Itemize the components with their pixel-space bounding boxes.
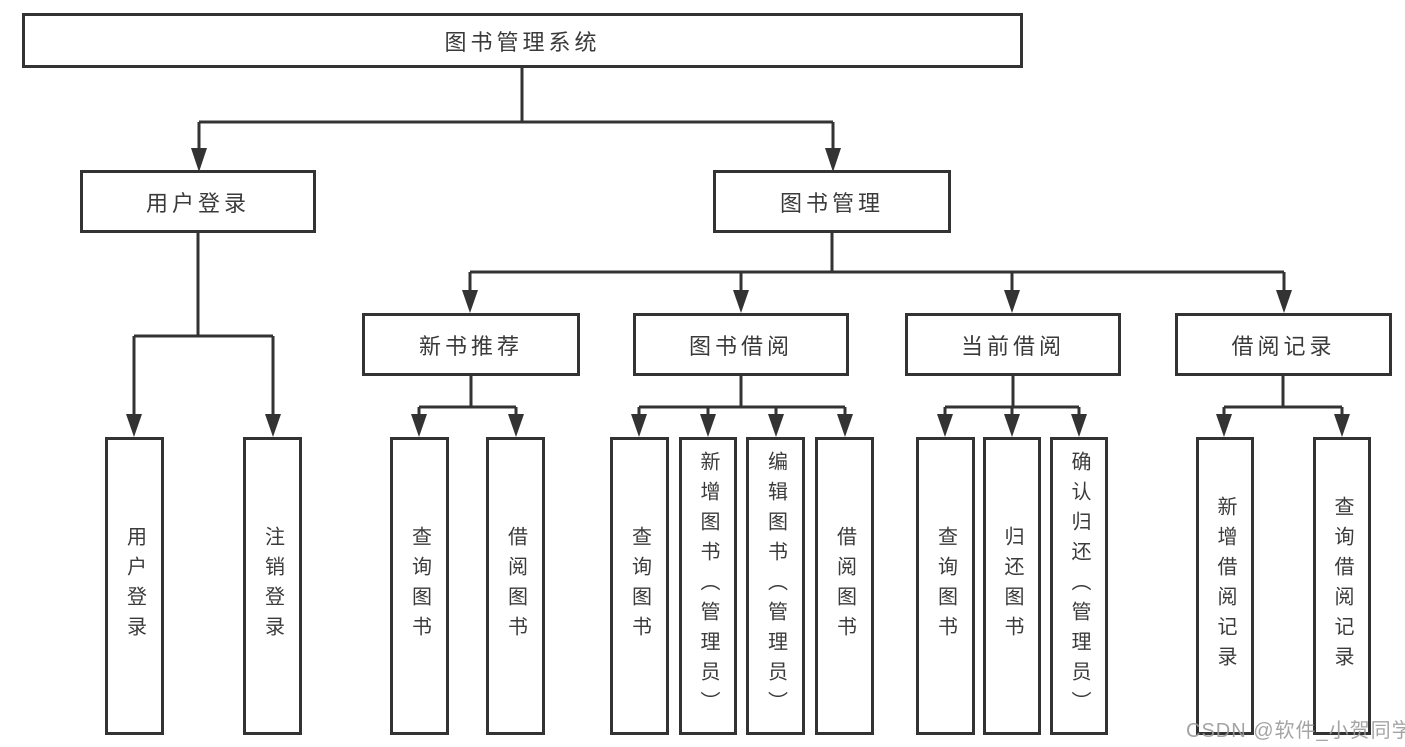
leaf-user-login: 用户登录 bbox=[105, 437, 164, 735]
leaf-logout: 注销登录 bbox=[243, 437, 302, 735]
leaf-br-query-record-label: 查询借阅记录 bbox=[1331, 496, 1353, 676]
leaf-cb-confirm-return-admin: 确认归还（管理员） bbox=[1050, 437, 1108, 735]
leaf-br-add-record-label: 新增借阅记录 bbox=[1214, 496, 1236, 676]
leaf-logout-label: 注销登录 bbox=[261, 526, 284, 646]
leaf-bb-query-books-label: 查询图书 bbox=[628, 526, 651, 646]
node-borrow-records: 借阅记录 bbox=[1175, 313, 1392, 376]
leaf-nb-borrow-books: 借阅图书 bbox=[486, 437, 545, 735]
leaf-bb-edit-books-admin-label: 编辑图书（管理员） bbox=[764, 451, 787, 721]
leaf-nb-query-books: 查询图书 bbox=[390, 437, 449, 735]
leaf-bb-query-books: 查询图书 bbox=[610, 437, 669, 735]
leaf-bb-borrow-books-label: 借阅图书 bbox=[833, 526, 856, 646]
leaf-nb-borrow-books-label: 借阅图书 bbox=[504, 526, 527, 646]
leaf-cb-query-books-label: 查询图书 bbox=[934, 526, 957, 646]
leaf-cb-confirm-return-admin-label: 确认归还（管理员） bbox=[1068, 451, 1090, 721]
node-current-borrow: 当前借阅 bbox=[905, 313, 1121, 376]
leaf-bb-add-books-admin: 新增图书（管理员） bbox=[679, 437, 737, 735]
node-book-management: 图书管理 bbox=[713, 170, 951, 233]
watermark: CSDN @软件_小贺同学 bbox=[1186, 720, 1405, 742]
leaf-user-login-label: 用户登录 bbox=[123, 526, 146, 646]
leaf-cb-return-books-label: 归还图书 bbox=[1001, 526, 1023, 646]
leaf-bb-borrow-books: 借阅图书 bbox=[815, 437, 874, 735]
node-user-login-group: 用户登录 bbox=[80, 170, 316, 233]
node-new-book-recommend: 新书推荐 bbox=[362, 313, 580, 376]
node-book-borrow: 图书借阅 bbox=[633, 313, 849, 376]
leaf-bb-add-books-admin-label: 新增图书（管理员） bbox=[697, 451, 719, 721]
leaf-br-query-record: 查询借阅记录 bbox=[1313, 437, 1371, 735]
leaf-br-add-record: 新增借阅记录 bbox=[1196, 437, 1254, 735]
leaf-cb-query-books: 查询图书 bbox=[916, 437, 975, 735]
leaf-bb-edit-books-admin: 编辑图书（管理员） bbox=[746, 437, 805, 735]
leaf-nb-query-books-label: 查询图书 bbox=[408, 526, 431, 646]
leaf-cb-return-books: 归还图书 bbox=[983, 437, 1041, 735]
node-root: 图书管理系统 bbox=[22, 13, 1023, 68]
